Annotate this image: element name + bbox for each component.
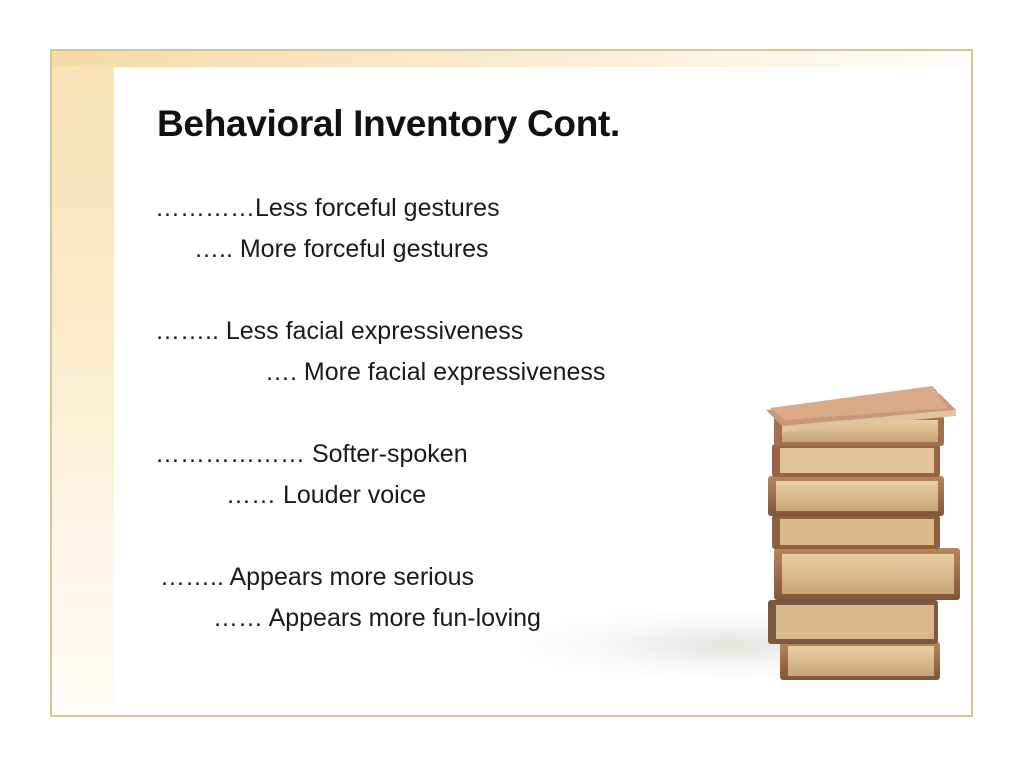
bullet-text: More forceful gestures (239, 235, 489, 263)
bullet-text: Appears more serious (229, 563, 475, 591)
bullet-text: Less facial expressiveness (225, 317, 524, 345)
bullet-dots: …….. (160, 563, 230, 591)
bullet-text: More facial expressiveness (303, 358, 606, 386)
bullet-line-7: …….. Appears more serious (160, 563, 474, 592)
bullet-line-5: ……………… Softer-spoken (155, 440, 468, 469)
bullet-line-8: …… Appears more fun-loving (213, 604, 541, 633)
bullet-text: Louder voice (282, 481, 427, 509)
bullet-line-3: …….. Less facial expressiveness (155, 317, 523, 346)
book-6 (772, 515, 940, 549)
book-1 (770, 386, 950, 420)
bullet-line-2: ….. More forceful gestures (194, 235, 489, 264)
slide-title: Behavioral Inventory Cont. (157, 103, 621, 144)
bullet-dots: …… (226, 481, 283, 509)
bullet-line-6: …… Louder voice (226, 481, 426, 510)
bullet-dots: ….. (194, 235, 240, 263)
bullet-text: Appears more fun-loving (268, 604, 541, 632)
book-8 (768, 600, 938, 644)
accent-gradient-top (52, 51, 971, 67)
bullet-dots: …. (265, 358, 304, 386)
bullet-text: Softer-spoken (311, 440, 468, 468)
book-4 (772, 444, 940, 477)
book-5 (768, 476, 944, 516)
book-stack-icon (766, 386, 960, 680)
bullet-dots: …… (213, 604, 269, 632)
bullet-text: Less forceful gestures (255, 194, 500, 222)
bullet-dots: ……………… (155, 440, 312, 468)
bullet-line-1: …………Less forceful gestures (155, 194, 500, 223)
bullet-dots: …….. (155, 317, 226, 345)
bullet-dots: ………… (155, 194, 255, 222)
book-9 (780, 642, 940, 680)
book-7 (774, 548, 960, 600)
accent-gradient-left (52, 51, 114, 715)
bullet-line-4: …. More facial expressiveness (265, 358, 605, 387)
